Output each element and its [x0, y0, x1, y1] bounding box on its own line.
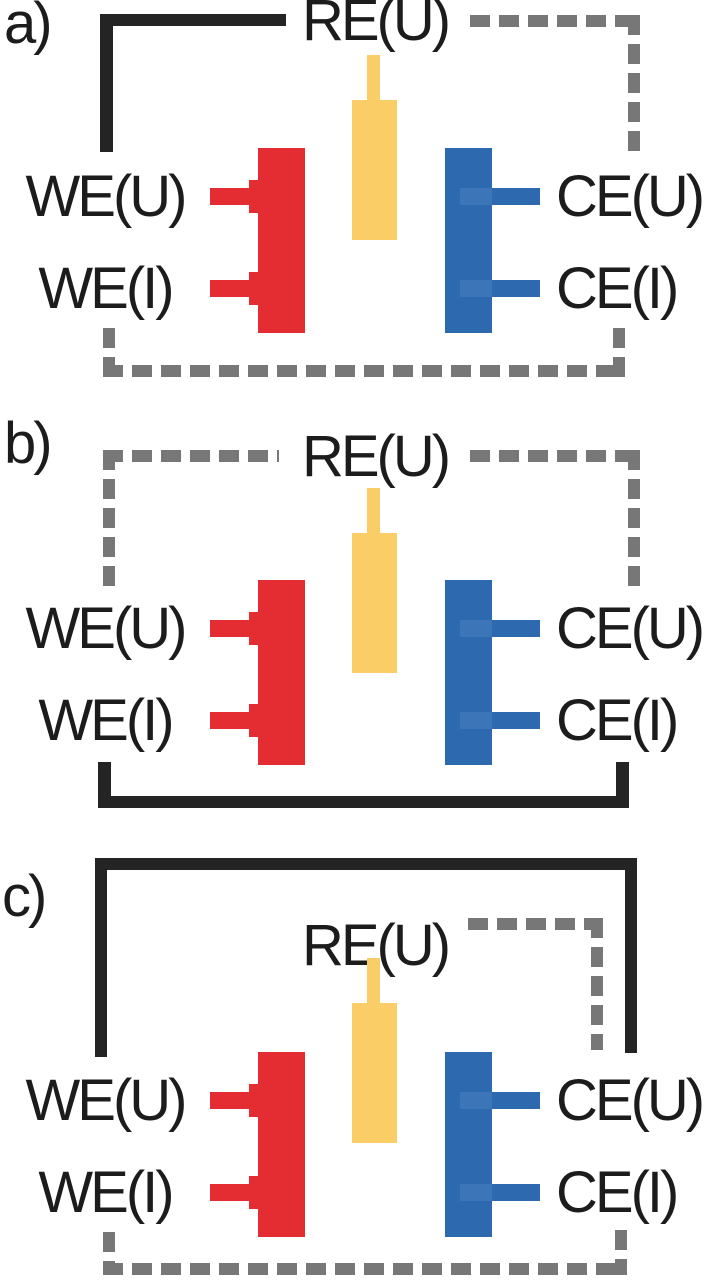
reference-electrode-body: [352, 100, 397, 240]
wei-lead: [210, 712, 259, 729]
wire-weu-re-dashed-horizontal: [103, 450, 279, 462]
weu-label: WE(U): [25, 596, 188, 661]
wire-re-ceu-dashed-horizontal: [470, 15, 640, 27]
wire-re-ceu-dashed-vertical: [628, 15, 640, 155]
counter-electrode-body: [445, 148, 492, 333]
wire-re-ceu-dashed-horizontal: [468, 918, 603, 930]
panel-c-tag: c): [2, 864, 47, 929]
wei-lead: [210, 280, 259, 297]
working-electrode-body: [258, 148, 305, 333]
reference-electrode-stem: [367, 958, 380, 1005]
wire-re-ceu-dashed-vertical: [591, 918, 603, 1050]
reference-electrode-body: [352, 1003, 397, 1143]
wire-wei-cei-dashed-bottom: [103, 365, 625, 377]
weu-label: WE(U): [25, 1068, 188, 1133]
counter-electrode-body: [445, 1052, 492, 1237]
re-label: RE(U): [301, 0, 451, 53]
wire-wei-cei-dashed-right: [613, 328, 625, 377]
ceu-lead-overlap: [460, 1092, 492, 1109]
wire-wei-cei-dashed-left: [103, 328, 115, 377]
wei-label: WE(I): [38, 1160, 174, 1225]
cei-label: CE(I): [556, 256, 679, 321]
ceu-label: CE(U): [556, 1068, 705, 1133]
wei-lead: [210, 1184, 259, 1201]
cei-lead-overlap: [460, 712, 492, 729]
cei-lead: [492, 280, 540, 297]
wire-wei-cei-solid-right: [616, 762, 629, 808]
wire-wei-cei-dashed-right: [615, 1230, 627, 1275]
counter-electrode-body: [445, 580, 492, 765]
ceu-lead-overlap: [460, 188, 492, 205]
working-electrode-body: [258, 580, 305, 765]
wei-label: WE(I): [38, 256, 174, 321]
wire-weu-re-solid-vertical: [100, 14, 113, 152]
panel-b: b) RE(U) WE(U) WE(I) CE(U) CE(I): [0, 400, 705, 845]
ceu-lead: [492, 1092, 540, 1109]
wire-re-ceu-dashed-horizontal: [470, 450, 640, 462]
weu-lead: [210, 620, 259, 637]
reference-electrode-stem: [367, 488, 380, 535]
wire-weu-ceu-solid-left: [95, 858, 107, 1057]
wire-wei-cei-solid-bottom: [98, 796, 629, 808]
weu-label: WE(U): [25, 164, 188, 229]
panel-a: a) RE(U) WE(U) WE(I) CE(U) CE(I): [0, 0, 705, 400]
re-label: RE(U): [301, 424, 451, 489]
weu-lead: [210, 188, 259, 205]
ceu-label: CE(U): [556, 596, 705, 661]
ceu-lead: [492, 620, 540, 637]
panel-b-tag: b): [4, 411, 53, 476]
wire-weu-ceu-solid-top: [95, 858, 637, 870]
wire-weu-re-solid-horizontal: [100, 14, 286, 26]
working-electrode-body: [258, 1052, 305, 1237]
wire-re-ceu-dashed-vertical: [628, 450, 640, 588]
cei-label: CE(I): [556, 688, 679, 753]
reference-electrode-stem: [367, 55, 380, 102]
wei-label: WE(I): [38, 688, 174, 753]
cei-lead-overlap: [460, 1184, 492, 1201]
reference-electrode-body: [352, 533, 397, 673]
panel-a-tag: a): [4, 0, 53, 56]
wire-wei-cei-dashed-bottom: [103, 1263, 627, 1275]
cei-lead: [492, 712, 540, 729]
ceu-lead: [492, 188, 540, 205]
wire-weu-ceu-solid-right: [625, 858, 637, 1053]
cei-lead-overlap: [460, 280, 492, 297]
ceu-lead-overlap: [460, 620, 492, 637]
panel-c: c) RE(U) WE(U) WE(I) CE(U) CE(I): [0, 845, 705, 1280]
weu-lead: [210, 1092, 259, 1109]
cei-lead: [492, 1184, 540, 1201]
wire-weu-re-dashed-vertical: [103, 450, 115, 588]
cei-label: CE(I): [556, 1160, 679, 1225]
ceu-label: CE(U): [556, 164, 705, 229]
